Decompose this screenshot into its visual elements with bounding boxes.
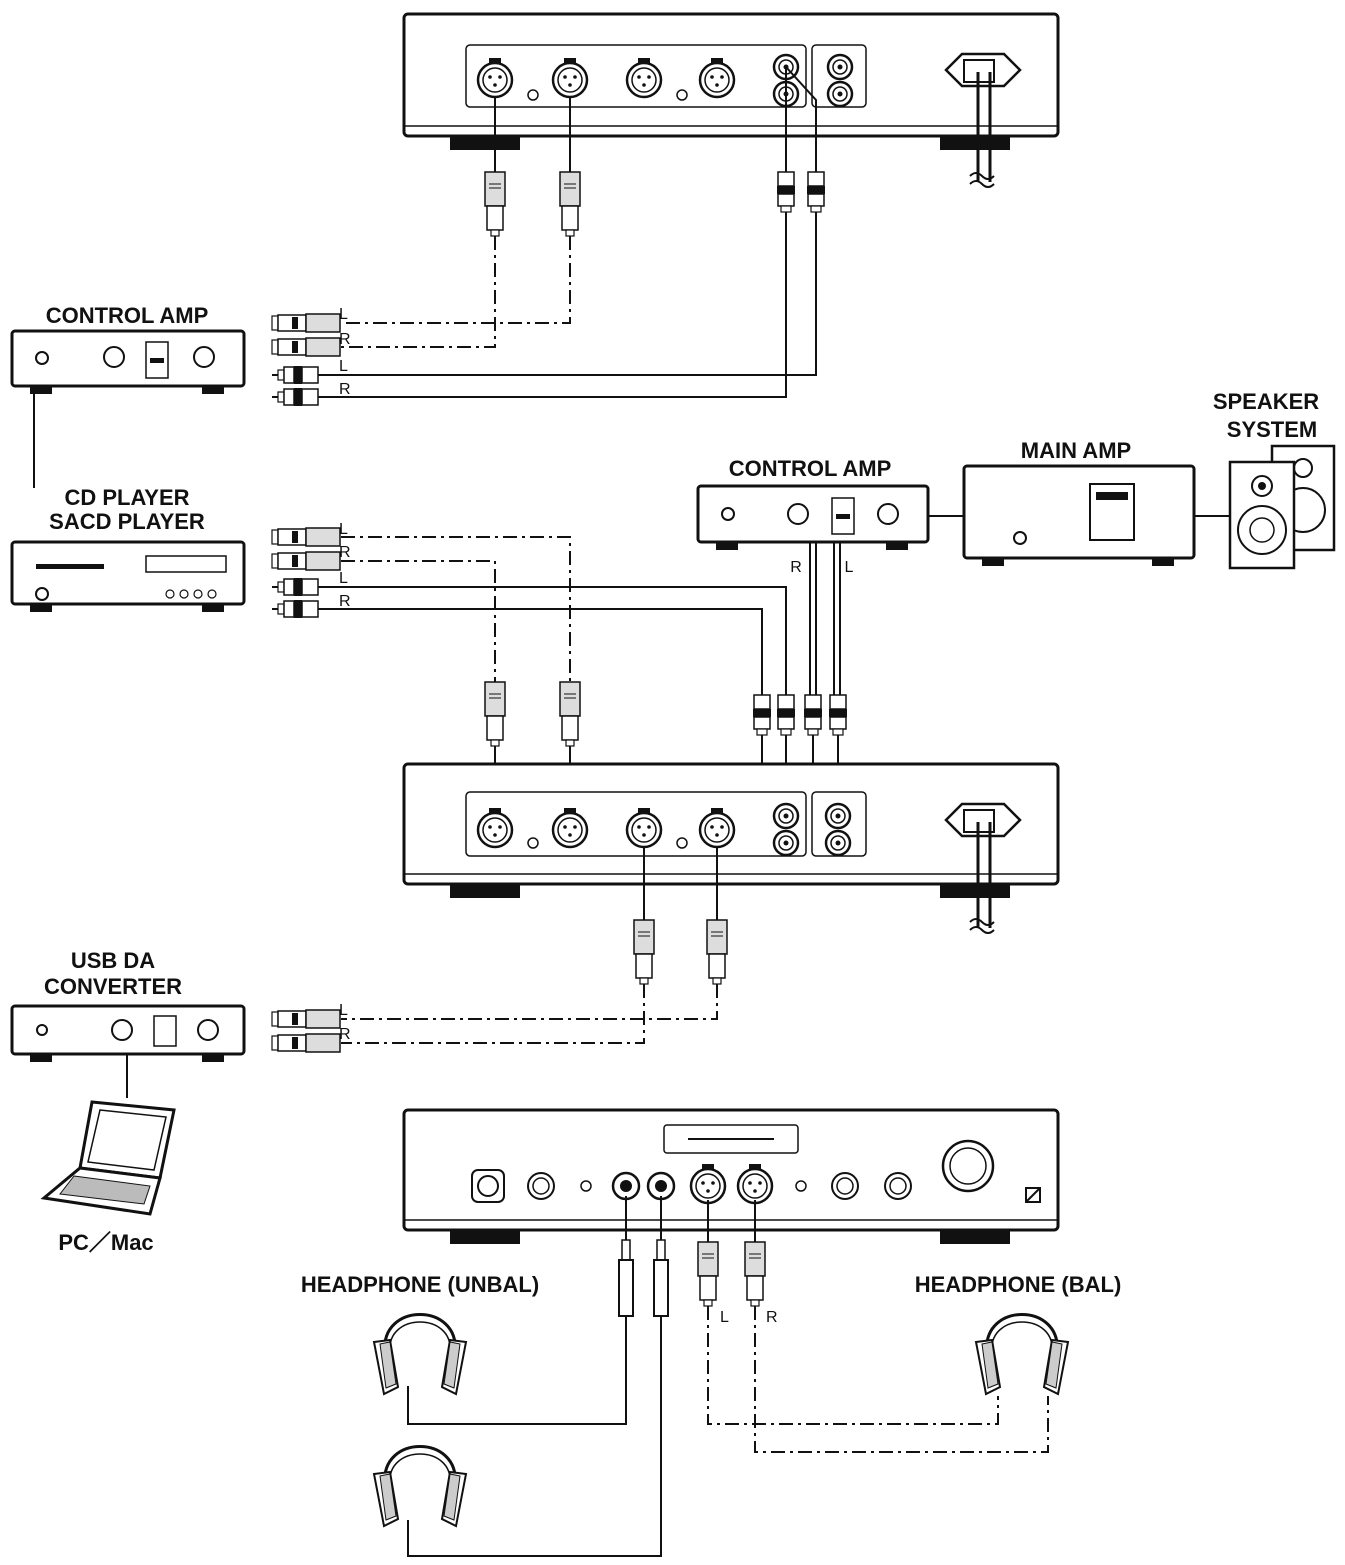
cd-player-label-line2: SACD PLAYER: [49, 509, 205, 534]
ch-label-r: R: [339, 331, 351, 348]
ch-label-r: R: [339, 544, 351, 561]
middle-amp-xlr-cables: [341, 847, 728, 1044]
headphone-amp-front: [402, 1108, 1060, 1244]
top-amp-cables: [318, 66, 826, 398]
headphone-amp-rear-top: [402, 12, 1060, 188]
headphone-bal-label: HEADPHONE (BAL): [915, 1272, 1122, 1297]
pc-mac-label: PC／Mac: [58, 1230, 153, 1255]
headphone-amp-rear-middle: [402, 762, 1060, 934]
ch-label-l: L: [339, 358, 348, 375]
ch-label-r: R: [790, 559, 802, 576]
ch-label-l: L: [339, 521, 348, 538]
cd-player-cables: [318, 536, 787, 695]
control-amp-1-label: CONTROL AMP: [46, 303, 209, 328]
usb-da-plugs: L R: [271, 1002, 351, 1053]
control-amp-2: CONTROL AMP R L: [696, 456, 930, 576]
bal-headphone-cables: L R: [697, 1200, 1049, 1453]
unbal-headphone-cables: [407, 1196, 669, 1557]
cd-sacd-player: CD PLAYER SACD PLAYER: [10, 485, 246, 612]
ch-label-l: L: [720, 1309, 729, 1326]
headphone-icon: [372, 1445, 468, 1528]
ch-label-r: R: [339, 381, 351, 398]
ch-label-l: L: [339, 1002, 348, 1019]
cd-player-label-line1: CD PLAYER: [64, 485, 189, 510]
cd-player-plugs: L R L R: [271, 521, 351, 619]
ch-label-l: L: [339, 306, 348, 323]
main-amp: MAIN AMP: [962, 438, 1230, 566]
control-amp-1-plugs: L R L R: [271, 306, 351, 407]
usb-da-label-line2: CONVERTER: [44, 974, 182, 999]
control-amp-1: CONTROL AMP: [10, 303, 246, 394]
speaker-system: SPEAKER SYSTEM: [1213, 389, 1336, 570]
headphone-icon: [974, 1313, 1070, 1396]
laptop-icon: [40, 1100, 176, 1216]
usb-da-converter: USB DA CONVERTER: [10, 948, 246, 1098]
ch-label-r: R: [339, 593, 351, 610]
ch-label-l: L: [339, 570, 348, 587]
control-amp-2-cables: [809, 515, 964, 695]
main-amp-label: MAIN AMP: [1021, 438, 1131, 463]
headphone-icon: [372, 1313, 468, 1396]
headphone-unbal-label: HEADPHONE (UNBAL): [301, 1272, 539, 1297]
control-amp-2-label: CONTROL AMP: [729, 456, 892, 481]
usb-da-label-line1: USB DA: [71, 948, 155, 973]
ch-label-l: L: [845, 559, 854, 576]
speaker-label-line1: SPEAKER: [1213, 389, 1319, 414]
speaker-label-line2: SYSTEM: [1227, 417, 1317, 442]
ch-label-r: R: [339, 1026, 351, 1043]
ch-label-r: R: [766, 1309, 778, 1326]
